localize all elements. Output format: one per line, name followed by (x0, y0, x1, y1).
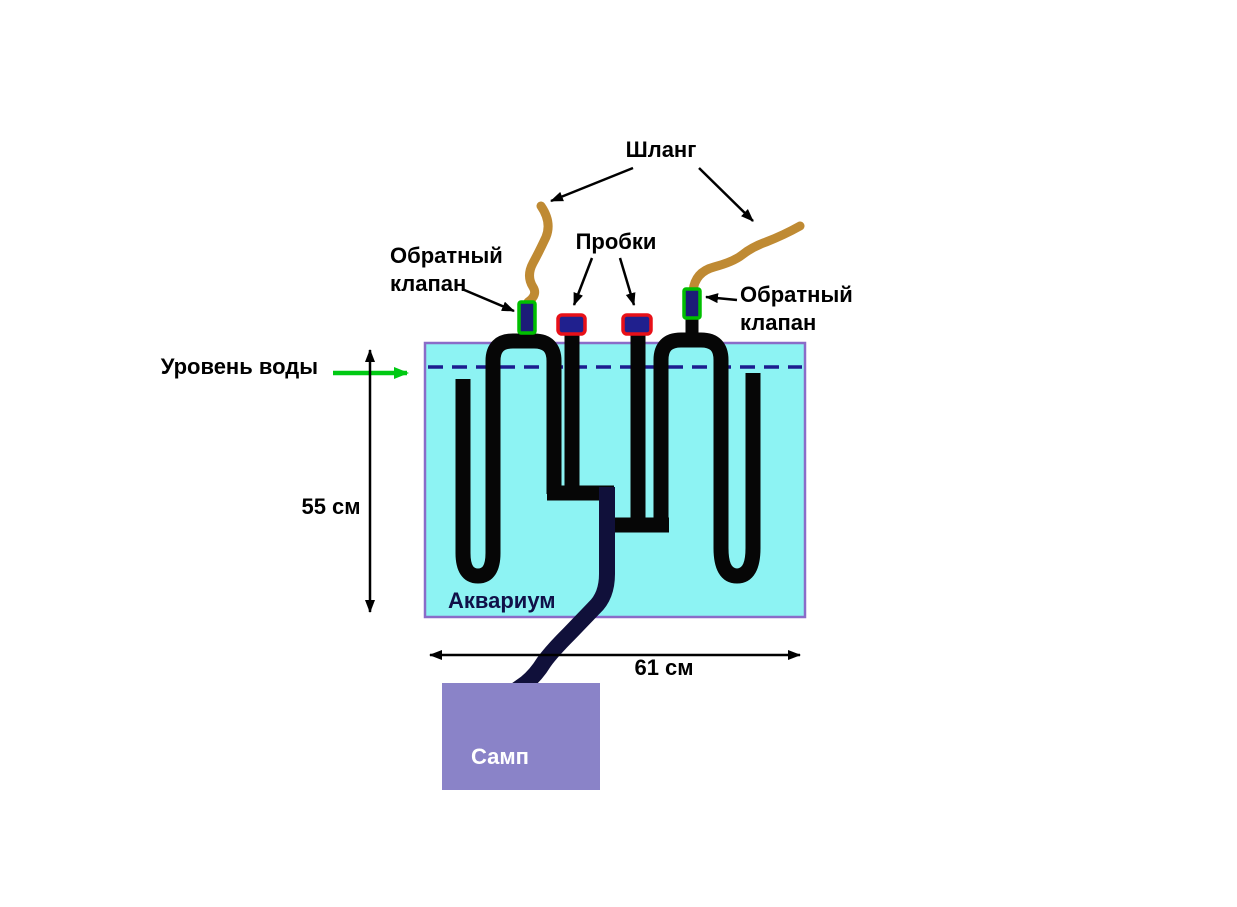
check-valve-left-label-line1: Обратный (390, 243, 503, 268)
check-valve-right-label-line2: клапан (740, 310, 816, 335)
plugs-arrow-right (618, 257, 636, 306)
sump-label: Самп (471, 744, 529, 769)
left-hose (523, 201, 553, 307)
water-level-label: Уровень воды (161, 354, 318, 379)
check-valve-right-label-line1: Обратный (740, 282, 853, 307)
width-dimension-label: 61 см (634, 655, 693, 680)
check-valve-left-arrow (461, 287, 515, 313)
plugs-label: Пробки (576, 229, 657, 254)
right-siphon-tube (653, 332, 761, 584)
check-valve-right (682, 287, 702, 320)
hose-arrow-right (698, 167, 754, 222)
check-valve-left-label-line2: клапан (390, 271, 466, 296)
sump-box (442, 683, 600, 790)
right-hose (688, 221, 805, 296)
aquarium-label: Аквариум (448, 588, 556, 613)
plug-2 (621, 313, 653, 336)
height-dimension-label: 55 см (301, 494, 360, 519)
hose-label: Шланг (626, 137, 697, 162)
hose-arrow-left (550, 166, 634, 203)
plug-1 (556, 313, 587, 336)
left-siphon-tube (455, 333, 562, 584)
check-valve-left (517, 300, 537, 335)
check-valve-right-arrow (705, 293, 738, 304)
plugs-arrow-left (572, 257, 594, 306)
drain-tube (500, 487, 615, 705)
